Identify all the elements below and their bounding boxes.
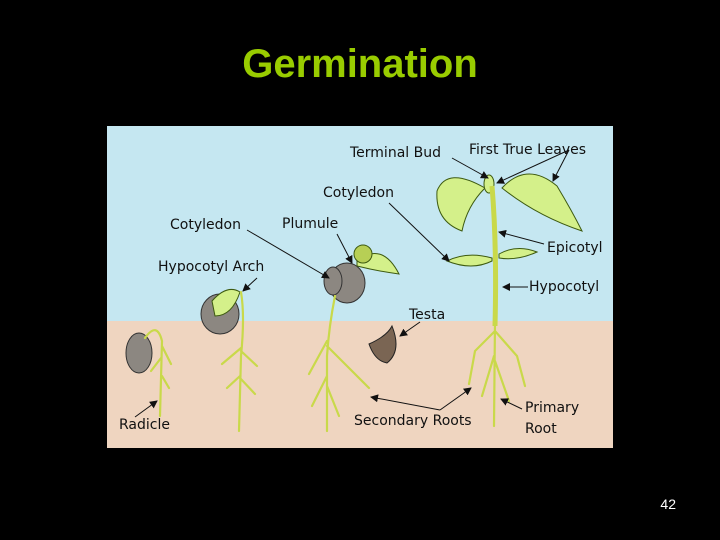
label-first-true-leaves: First True Leaves [469,142,586,158]
secondary-roots-arrow-right [439,387,472,411]
first-true-leaves-arrow-left [496,149,570,184]
label-cotyledon-left: Cotyledon [170,217,241,233]
cotyledon-left-arrow [246,229,330,279]
cotyledon-right-arrow [388,202,450,262]
page-number: 42 [660,496,676,512]
label-epicotyl: Epicotyl [547,240,603,256]
testa-arrow [399,321,421,337]
soil-background [107,321,613,448]
stage-3-seedling [307,244,400,433]
label-primary: Primary [525,400,579,416]
first-true-leaves-arrow-right [552,149,570,182]
label-testa: Testa [408,307,445,323]
testa-shell [368,324,397,364]
radicle-arrow [134,400,158,418]
secondary-roots-arrow-left [370,394,441,411]
terminal-bud-arrow [451,157,489,179]
plumule-arrow [336,233,353,264]
slide-title: Germination [242,42,478,86]
primary-root-arrow [500,398,523,410]
hypocotyl-arch-arrow [242,277,258,292]
label-radicle: Radicle [119,417,170,433]
stage-1-seed [125,329,173,418]
label-terminal-bud: Terminal Bud [349,145,441,161]
label-secondary-roots: Secondary Roots [354,413,472,429]
germination-diagram: Terminal Bud First True Leaves Cotyledon… [107,126,613,448]
label-root: Root [525,421,557,437]
epicotyl-arrow [498,229,545,245]
label-cotyledon-right: Cotyledon [323,185,394,201]
label-hypocotyl: Hypocotyl [529,279,599,295]
stage-2-seedling [200,289,259,433]
label-plumule: Plumule [282,216,338,232]
label-hypocotyl-arch: Hypocotyl Arch [158,259,264,275]
